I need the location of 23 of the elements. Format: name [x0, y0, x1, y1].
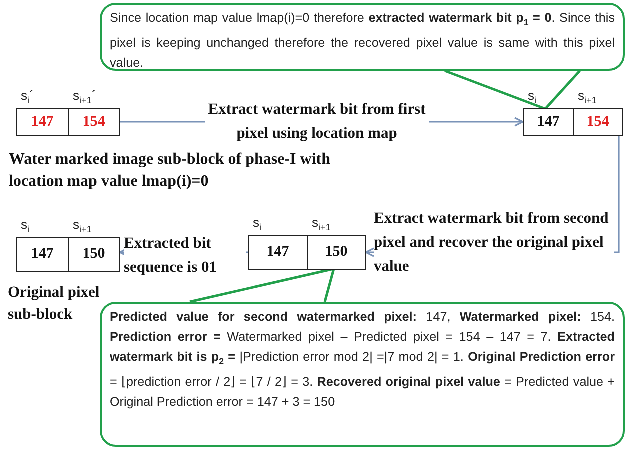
speech-bubble [100, 302, 625, 447]
callout-text: Since location map value lmap(i)=0 therefore extracted watermark bit p$_{1}$ = 0. Since this pixel is keeping unchanged therefore the recovered pixel value is same with this pixel value. [110, 10, 615, 72]
pixel-value: 147 [31, 114, 54, 130]
pixel-index-label: s$_{i+1}$ [73, 217, 92, 235]
block-caption: Water marked image sub-block of phase-I with location map value lmap(i)=0 [9, 150, 332, 192]
pixel-value: 147 [266, 244, 290, 261]
callout-text: Predicted value for second watermarked pixel: 147, Watermarked pixel: 154. Prediction error = Watermarked pixel – Predicted pixel = 154 – 147 = 7. Extracted watermark bit is p$_{2}$ = |Prediction error mod 2| =|7 mod 2| = 1. Original Prediction error = ⌊prediction error / 2⌋ = ⌊7 / 2⌋ = 3. Recovered original pixel value = Predicted value + Original Prediction error = 147 + 3 = 150 [110, 309, 615, 411]
pixel-value: 147 [31, 246, 54, 263]
pixel-index-label: s$_{i+1}$´ [73, 88, 96, 106]
pixel-value: 150 [325, 244, 348, 261]
block-caption: Original pixel sub-block [8, 283, 101, 325]
pixel-value: 154 [82, 114, 106, 130]
pixel-index-label: s$_{i+1}$ [312, 215, 331, 233]
pixel-index-label: s$_{i+1}$ [578, 88, 597, 106]
callout-pointer [444, 70, 582, 110]
pixel-value: 147 [537, 114, 560, 130]
pixel-value: 150 [82, 246, 106, 263]
pixel-index-label: s$_{i}$ [528, 88, 537, 106]
pixel-value: 154 [586, 114, 610, 130]
pixel-index-label: s$_{i}$´ [21, 88, 34, 106]
pixel-index-label: s$_{i}$ [253, 215, 262, 233]
pixel-index-label: s$_{i}$ [21, 217, 30, 235]
callout-pointer [188, 268, 336, 304]
